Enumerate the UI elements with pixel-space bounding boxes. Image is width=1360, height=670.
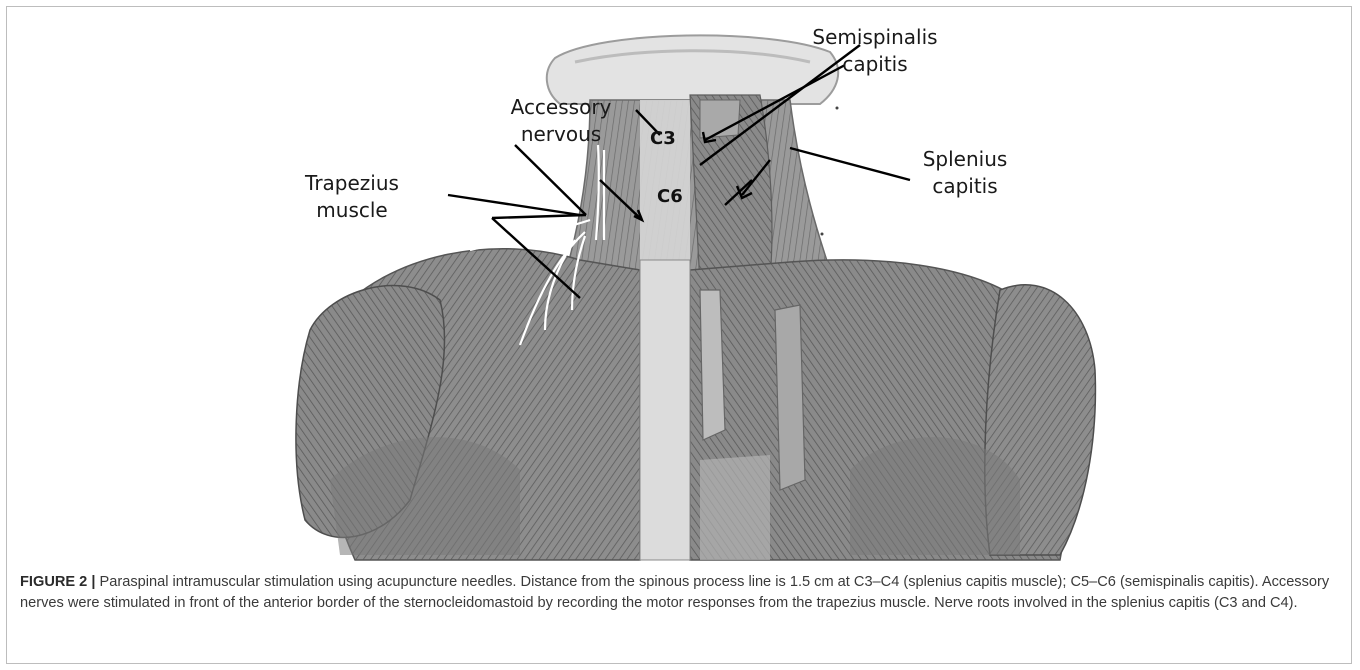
label-c3: C3 <box>650 128 676 149</box>
caption-text: Paraspinal intramuscular stimulation usi… <box>20 574 1329 611</box>
label-c6: C6 <box>657 186 683 207</box>
label-line: Accessory <box>496 94 626 121</box>
label-line: Trapezius <box>292 170 412 197</box>
caption-label: FIGURE 2 | <box>20 574 95 590</box>
label-line: capitis <box>900 173 1030 200</box>
label-accessory-nervous: Accessory nervous <box>496 94 626 148</box>
label-trapezius-muscle: Trapezius muscle <box>292 170 412 224</box>
label-semispinalis-capitis: Semispinalis capitis <box>790 24 960 78</box>
label-line: nervous <box>496 121 626 148</box>
label-line: Splenius <box>900 146 1030 173</box>
label-splenius-capitis: Splenius capitis <box>900 146 1030 200</box>
label-line: capitis <box>790 51 960 78</box>
figure-caption: FIGURE 2 | Paraspinal intramuscular stim… <box>20 572 1345 614</box>
label-line: Semispinalis <box>790 24 960 51</box>
label-line: muscle <box>292 197 412 224</box>
small-marks <box>821 107 839 236</box>
